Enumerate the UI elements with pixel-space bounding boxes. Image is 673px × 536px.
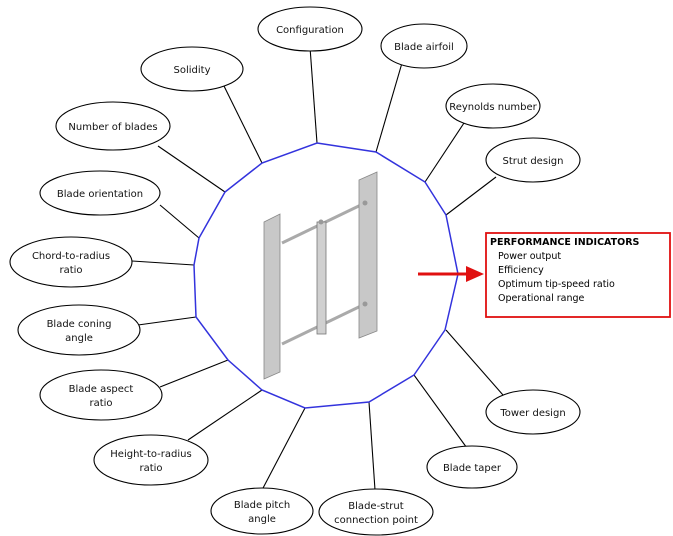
label-number-of-blades: Number of blades: [68, 122, 157, 133]
label-blade-coning-line1: Blade coning: [47, 319, 112, 330]
performance-item: Optimum tip-speed ratio: [498, 279, 615, 290]
connector-strut-design: [445, 176, 497, 216]
upper-blade-joint: [362, 200, 368, 206]
node-configuration: [257, 6, 363, 52]
connector-blade-pitch: [261, 407, 306, 491]
turbine-illustration: [263, 171, 378, 380]
central-tower: [316, 221, 327, 335]
performance-item: Efficiency: [498, 265, 544, 276]
label-blade-aspect-line2: ratio: [89, 398, 112, 409]
node-strut-design: [485, 137, 581, 183]
hub-joint: [318, 219, 324, 225]
connector-blade-orientation: [159, 204, 200, 239]
performance-item: Operational range: [498, 293, 585, 304]
node-tower-design: [485, 389, 581, 435]
connector-configuration: [309, 46, 318, 144]
performance-indicators-box: PERFORMANCE INDICATORS Power output Effi…: [485, 232, 671, 318]
connector-blade-airfoil: [375, 62, 403, 153]
node-solidity: [140, 46, 244, 92]
connector-chord-to-radius: [131, 260, 195, 266]
node-chord-to-radius: [9, 236, 133, 288]
node-blade-taper: [426, 445, 518, 489]
performance-arrow: [418, 266, 484, 282]
lower-blade-joint: [362, 301, 368, 307]
performance-item: Power output: [498, 251, 561, 262]
connector-solidity: [222, 83, 263, 164]
connector-blade-taper: [413, 374, 473, 456]
label-chord-to-radius-line1: Chord-to-radius: [32, 251, 110, 262]
label-configuration: Configuration: [276, 25, 344, 36]
label-blade-taper: Blade taper: [443, 463, 502, 474]
parameter-labels: Configuration Solidity Blade airfoil Rey…: [32, 25, 566, 526]
node-blade-strut: [318, 488, 434, 536]
node-blade-airfoil: [380, 23, 468, 69]
connector-blade-aspect: [159, 359, 229, 388]
parameter-ellipses: [9, 6, 581, 536]
label-blade-strut-line1: Blade-strut: [348, 501, 403, 512]
label-tower-design: Tower design: [499, 408, 565, 419]
connector-tower-design: [445, 329, 504, 396]
connector-blade-strut: [368, 401, 376, 491]
connector-height-to-radius: [187, 389, 263, 441]
label-height-to-radius-line1: Height-to-radius: [110, 449, 191, 460]
node-blade-orientation: [39, 170, 161, 216]
label-blade-pitch-line2: angle: [248, 514, 276, 525]
label-solidity: Solidity: [174, 65, 211, 76]
label-height-to-radius-line2: ratio: [139, 463, 162, 474]
connector-blade-coning: [137, 316, 197, 326]
label-reynolds-number: Reynolds number: [449, 102, 537, 113]
label-blade-airfoil: Blade airfoil: [394, 42, 454, 53]
connector-lines: [131, 46, 504, 491]
label-blade-orientation: Blade orientation: [57, 189, 143, 200]
label-strut-design: Strut design: [503, 156, 564, 167]
node-blade-aspect: [39, 369, 163, 421]
node-blade-pitch: [210, 487, 314, 535]
label-blade-pitch-line1: Blade pitch: [234, 500, 290, 511]
label-chord-to-radius-line2: ratio: [59, 265, 82, 276]
label-blade-strut-line2: connection point: [334, 515, 418, 526]
connector-number-of-blades: [157, 145, 226, 193]
right-blade: [358, 171, 378, 339]
node-height-to-radius: [93, 434, 209, 486]
performance-title: PERFORMANCE INDICATORS: [490, 237, 640, 248]
label-blade-aspect-line1: Blade aspect: [69, 384, 134, 395]
node-reynolds-number: [445, 83, 541, 129]
arrow-head-icon: [466, 266, 484, 282]
node-number-of-blades: [55, 101, 171, 151]
node-blade-coning: [17, 304, 141, 356]
label-blade-coning-line2: angle: [65, 333, 93, 344]
connector-reynolds-number: [424, 122, 465, 183]
left-blade: [263, 213, 281, 380]
